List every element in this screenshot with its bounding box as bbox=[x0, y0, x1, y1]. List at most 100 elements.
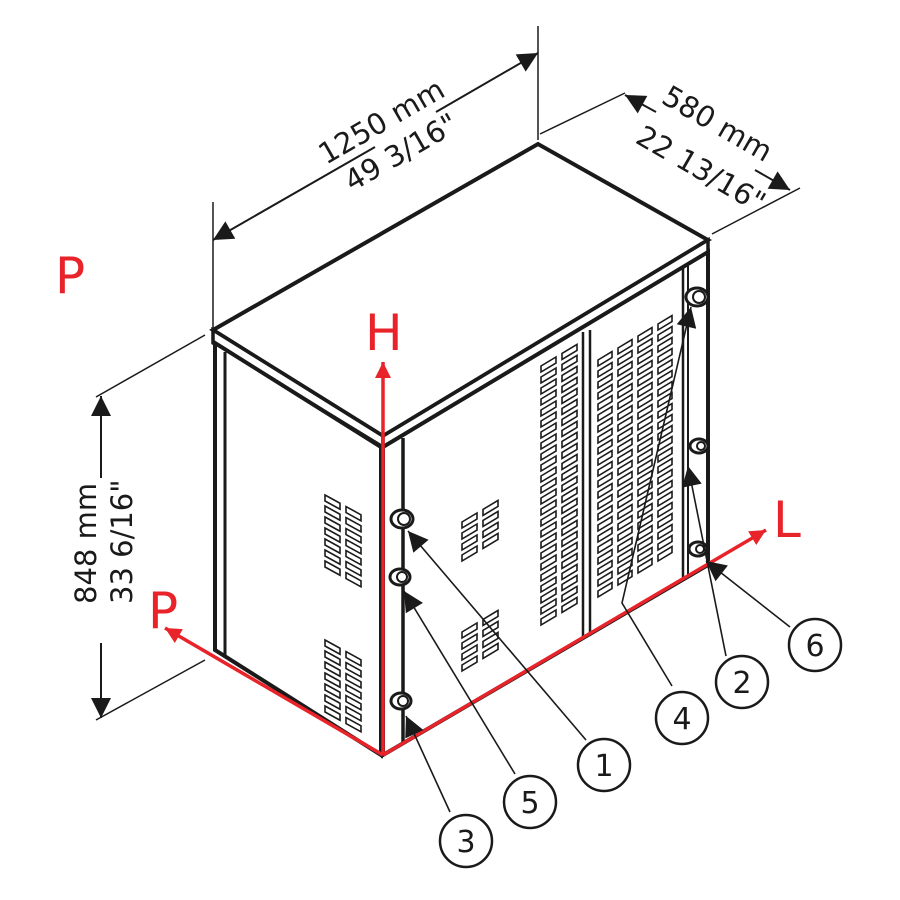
vent-slat bbox=[597, 537, 613, 555]
vent-slat bbox=[597, 471, 613, 489]
vent-slat bbox=[597, 493, 613, 511]
vent-slat bbox=[561, 507, 578, 526]
vent-slat bbox=[637, 436, 653, 454]
vent-slat bbox=[637, 502, 653, 520]
vent-slat bbox=[637, 480, 653, 498]
vent-slat bbox=[324, 493, 341, 511]
vent-slat bbox=[345, 538, 362, 556]
vent-slat bbox=[597, 372, 613, 390]
vent-slat bbox=[540, 520, 557, 539]
machine-body bbox=[209, 141, 712, 759]
vent-slat bbox=[482, 641, 499, 660]
vent-slat bbox=[597, 361, 613, 379]
vent-slat bbox=[637, 458, 653, 476]
vent-slat bbox=[345, 571, 362, 589]
callout-6: 6 bbox=[705, 560, 843, 673]
callout-5: 5 bbox=[403, 590, 558, 830]
vent-slat bbox=[657, 457, 673, 475]
vent-slat bbox=[461, 533, 478, 552]
callout-number: 4 bbox=[672, 702, 691, 737]
vent-slat bbox=[482, 498, 499, 517]
vent-slat bbox=[657, 314, 673, 332]
callout-number: 3 bbox=[456, 825, 475, 860]
vent-slat bbox=[597, 504, 613, 522]
callout-circle bbox=[576, 737, 632, 793]
vent-slat bbox=[597, 416, 613, 434]
vent-slat bbox=[637, 447, 653, 465]
vent-slat bbox=[637, 403, 653, 421]
vent-slat bbox=[345, 650, 362, 668]
vent-slat bbox=[617, 338, 633, 356]
vent-slat bbox=[540, 498, 557, 517]
vent-slat bbox=[657, 512, 673, 530]
vent-slat bbox=[540, 355, 557, 374]
vent-slat bbox=[597, 438, 613, 456]
vent-slat bbox=[324, 504, 341, 522]
vent-slat bbox=[597, 427, 613, 445]
dimension-height: 848 mm 33 6/16" bbox=[69, 334, 206, 721]
vent-slat bbox=[561, 485, 578, 504]
vent-slat bbox=[561, 562, 578, 581]
vent-slat bbox=[540, 366, 557, 385]
callout-1: 1 bbox=[407, 530, 632, 793]
vent-slat bbox=[657, 347, 673, 365]
vent-slat bbox=[637, 546, 653, 564]
fitting bbox=[687, 540, 709, 558]
vent-slat bbox=[597, 405, 613, 423]
vent-slat bbox=[482, 608, 499, 627]
vent-slat bbox=[345, 705, 362, 723]
vent-slat bbox=[324, 559, 341, 577]
vent-slat bbox=[461, 654, 478, 673]
vent-slat bbox=[540, 465, 557, 484]
vent-slat bbox=[617, 393, 633, 411]
vent-slat bbox=[561, 573, 578, 592]
vent-slat bbox=[324, 526, 341, 544]
vent-slat bbox=[561, 430, 578, 449]
vent-slat bbox=[617, 514, 633, 532]
vent-slat bbox=[324, 671, 341, 689]
callout-circle bbox=[502, 774, 558, 830]
vent-slat bbox=[540, 509, 557, 528]
vent-slat bbox=[345, 694, 362, 712]
vent-slat bbox=[540, 542, 557, 561]
vent-slat bbox=[597, 526, 613, 544]
vent-slat bbox=[617, 492, 633, 510]
vent-slat bbox=[345, 661, 362, 679]
vent-slat bbox=[637, 381, 653, 399]
vent-slat bbox=[324, 649, 341, 667]
vent-slat bbox=[345, 683, 362, 701]
callout-3: 3 bbox=[405, 715, 494, 869]
vent-slat bbox=[637, 535, 653, 553]
vent-slat bbox=[561, 551, 578, 570]
callout-circle bbox=[787, 617, 843, 673]
callout-number: 6 bbox=[805, 629, 824, 664]
vent-slat bbox=[540, 388, 557, 407]
vent-slat bbox=[597, 350, 613, 368]
vent-slat bbox=[597, 559, 613, 577]
vent-slat bbox=[617, 547, 633, 565]
vent-slat bbox=[540, 399, 557, 418]
vent-slat bbox=[345, 716, 362, 734]
vent-slat bbox=[461, 544, 478, 563]
axis-p-line bbox=[164, 626, 384, 757]
vent-slat bbox=[657, 545, 673, 563]
vent-slat bbox=[637, 557, 653, 575]
callout-circle bbox=[654, 690, 710, 746]
fitting bbox=[388, 567, 412, 587]
fitting bbox=[684, 286, 710, 308]
vent-slat bbox=[540, 575, 557, 594]
vent-slat bbox=[540, 443, 557, 462]
vent-slat bbox=[345, 549, 362, 567]
vent-slat bbox=[345, 672, 362, 690]
vent-slat bbox=[617, 558, 633, 576]
vent-slat bbox=[345, 516, 362, 534]
vent-slat bbox=[561, 441, 578, 460]
vent-slat bbox=[597, 394, 613, 412]
vent-slat bbox=[597, 449, 613, 467]
vent-slat bbox=[561, 496, 578, 515]
axes: H L P P bbox=[55, 247, 801, 757]
vent-slat bbox=[617, 415, 633, 433]
vent-slat bbox=[561, 584, 578, 603]
